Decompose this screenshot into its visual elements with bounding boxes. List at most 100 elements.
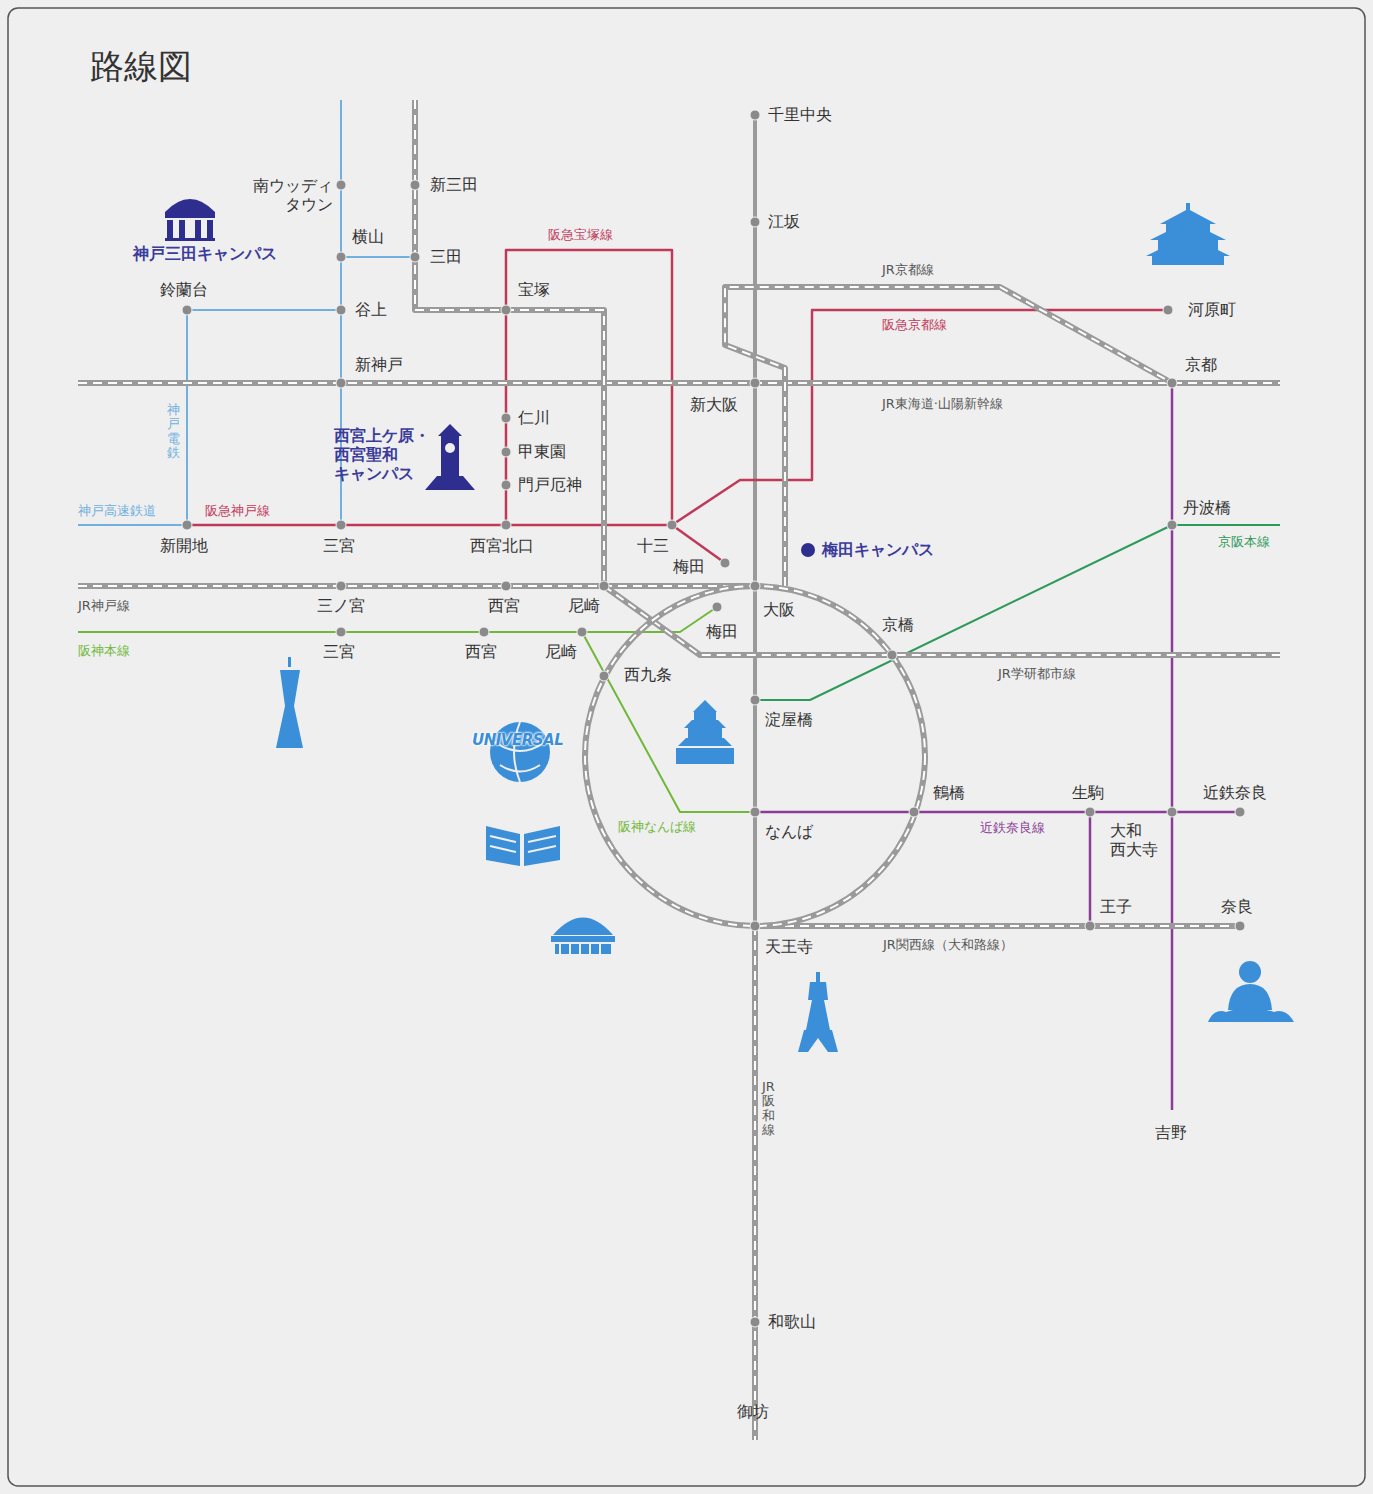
station-dot xyxy=(1167,520,1177,530)
station-name: 十三 xyxy=(637,536,669,555)
station-name: 西宮 xyxy=(465,642,497,661)
station-dot xyxy=(501,520,511,530)
loop-line-dash xyxy=(585,586,925,926)
rail-line xyxy=(755,923,1240,929)
station-dot xyxy=(1085,807,1095,817)
station-name: 仁川 xyxy=(518,408,550,427)
rail-line xyxy=(1171,383,1174,1110)
jr-line-dash xyxy=(78,585,755,587)
rail-line xyxy=(506,250,672,525)
line-name: 神戸高速鉄道 xyxy=(78,503,156,519)
rail-line xyxy=(725,287,1172,586)
rail-line xyxy=(415,100,604,586)
line-name: 京阪本線 xyxy=(1218,534,1270,550)
station-dot xyxy=(1235,921,1245,931)
line-name: 阪急神戸線 xyxy=(205,503,270,519)
station-dot xyxy=(750,581,760,591)
campus-dot xyxy=(801,543,815,557)
station-dot xyxy=(501,581,511,591)
pavilion-icon xyxy=(1146,203,1230,265)
campus-name: 神戸三田キャンパス xyxy=(133,244,277,263)
rail-line xyxy=(78,607,717,632)
station-name: 和歌山 xyxy=(768,1312,816,1331)
station-name: 三宮 xyxy=(323,536,355,555)
park-logo-text: UNIVERSAL xyxy=(472,731,563,749)
jr-line-dash xyxy=(754,926,756,1440)
station-dot xyxy=(887,650,897,660)
station-name: 甲東園 xyxy=(518,442,566,461)
station-name: 新大阪 xyxy=(690,395,738,414)
jr-line-dash xyxy=(725,287,1172,586)
station-dot xyxy=(501,413,511,423)
station-name: 丹波橋 xyxy=(1183,498,1231,517)
station-name: 京橋 xyxy=(882,615,914,634)
landmark-icons xyxy=(165,199,1294,1052)
station-name: 御坊 xyxy=(737,1402,769,1421)
station-dot xyxy=(1167,807,1177,817)
frame-border xyxy=(8,8,1365,1486)
station-name: なんば xyxy=(765,822,813,841)
station-name: 西九条 xyxy=(624,665,672,684)
station-dot xyxy=(750,110,760,120)
station-dot xyxy=(336,581,346,591)
station-name: 尼崎 xyxy=(568,596,600,615)
clock-tower-icon xyxy=(425,424,475,490)
station-name: 西宮北口 xyxy=(470,536,534,555)
station-name: 千里中央 xyxy=(768,105,832,124)
rail-line xyxy=(582,632,755,812)
station-name: 奈良 xyxy=(1221,897,1253,916)
rail-lines xyxy=(78,100,1280,1440)
station-dot xyxy=(720,558,730,568)
station-dot xyxy=(182,520,192,530)
loop-line xyxy=(585,586,925,926)
station-dot xyxy=(750,217,760,227)
station-name: 吉野 xyxy=(1155,1123,1187,1142)
station-name: 門戸厄神 xyxy=(518,475,582,494)
station-dot xyxy=(501,447,511,457)
station-name: 大和 西大寺 xyxy=(1110,821,1170,859)
station-name: 尼崎 xyxy=(545,642,577,661)
line-name: 阪神なんば線 xyxy=(618,819,696,835)
station-name: 近鉄奈良 xyxy=(1203,783,1267,802)
station-dot xyxy=(750,695,760,705)
station-dot xyxy=(750,921,760,931)
station-name: 南ウッディ タウン xyxy=(243,176,333,214)
station-name: 三宮 xyxy=(323,642,355,661)
station-name: 谷上 xyxy=(355,300,387,319)
station-dot xyxy=(1085,921,1095,931)
station-dot xyxy=(479,627,489,637)
station-dots xyxy=(182,110,1245,1327)
station-name: 河原町 xyxy=(1188,300,1236,319)
station-name: 新開地 xyxy=(160,536,208,555)
station-name: 西宮 xyxy=(488,596,520,615)
station-dot xyxy=(577,627,587,637)
line-name: JR神戸線 xyxy=(78,598,130,614)
station-dot xyxy=(1163,305,1173,315)
station-dot xyxy=(182,305,192,315)
rail-line xyxy=(186,310,188,525)
rail-line xyxy=(341,256,415,258)
rail-line xyxy=(78,380,1280,386)
station-name: 三ノ宮 xyxy=(317,596,365,615)
station-name: 天王寺 xyxy=(765,937,813,956)
station-name: 大阪 xyxy=(763,600,795,619)
station-dot xyxy=(410,180,420,190)
station-dot xyxy=(909,807,919,817)
station-dot xyxy=(501,480,511,490)
rail-line xyxy=(753,110,757,926)
jr-line-dash xyxy=(415,100,604,586)
station-name: 淀屋橋 xyxy=(765,710,813,729)
station-name: 京都 xyxy=(1185,355,1217,374)
observation-tower-icon xyxy=(798,972,838,1052)
station-dot xyxy=(750,807,760,817)
buddha-icon xyxy=(1208,961,1294,1022)
station-name: 江坂 xyxy=(768,212,800,231)
rail-line xyxy=(187,309,341,311)
station-dot xyxy=(501,305,511,315)
station-name: 鶴橋 xyxy=(933,783,965,802)
station-dot xyxy=(336,520,346,530)
jr-line-dash xyxy=(755,925,1240,927)
station-name: 王子 xyxy=(1100,897,1132,916)
station-name: 宝塚 xyxy=(518,280,550,299)
